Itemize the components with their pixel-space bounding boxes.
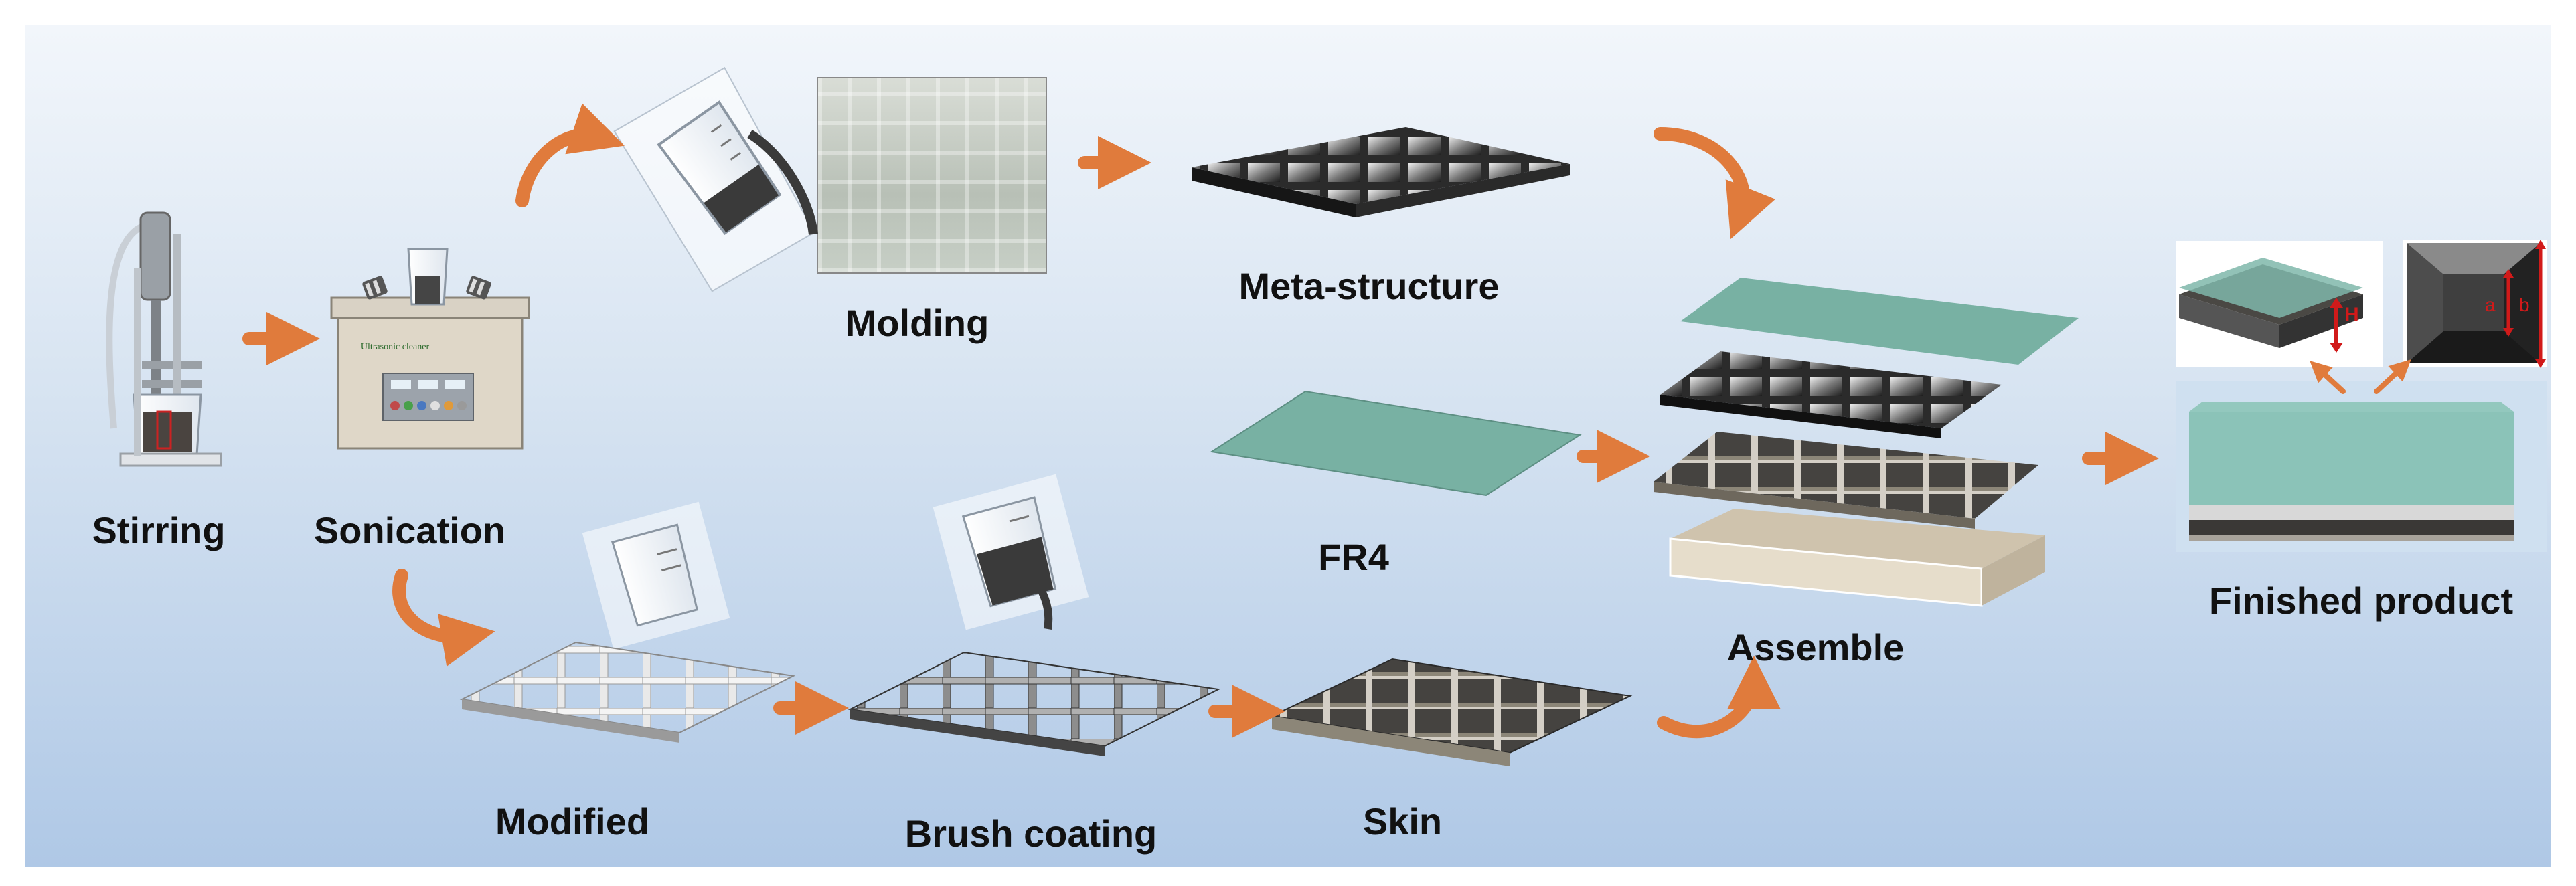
beaker-pour-molding bbox=[613, 66, 818, 292]
stirrer-device bbox=[106, 211, 222, 467]
arrow-sonication-to-modified bbox=[392, 569, 495, 667]
label-stirring: Stirring bbox=[92, 509, 226, 551]
label-assemble: Assemble bbox=[1726, 626, 1905, 669]
arrow-finished-to-inset1 bbox=[2310, 361, 2346, 394]
flow-arrows bbox=[242, 103, 2411, 738]
modified-lattice bbox=[459, 641, 796, 743]
finished-product-panel bbox=[2176, 381, 2547, 552]
label-sonication: Sonication bbox=[313, 509, 506, 551]
label-molding: Molding bbox=[845, 302, 989, 344]
arrow-sonication-to-molding bbox=[515, 103, 625, 207]
label-fr4: FR4 bbox=[1318, 536, 1389, 578]
brush-coated-lattice bbox=[848, 651, 1221, 756]
label-brush-coating: Brush coating bbox=[904, 812, 1157, 855]
inset-a-label: a bbox=[2485, 294, 2496, 315]
label-skin: Skin bbox=[1362, 800, 1443, 843]
arrow-finished-to-inset2 bbox=[2374, 359, 2411, 394]
beaker-modified bbox=[582, 501, 730, 650]
fr4-sheet bbox=[1210, 390, 1582, 497]
inset-h-label: H bbox=[2344, 304, 2359, 326]
assemble-skin-layer bbox=[1654, 432, 2038, 519]
label-finished-product: Finished product bbox=[2208, 580, 2514, 622]
assemble-base-layer bbox=[1670, 509, 2045, 569]
arrow-meta-to-assemble bbox=[1654, 127, 1775, 240]
meta-structure-slab bbox=[1192, 127, 1570, 217]
ultrasonic-cleaner: Ultrasonic cleaner bbox=[330, 248, 530, 450]
skin-tiles bbox=[1269, 658, 1633, 766]
finished-inset-frustum: a b bbox=[2403, 240, 2547, 368]
label-modified: Modified bbox=[495, 800, 650, 843]
molding-photo bbox=[817, 77, 1047, 274]
ultrasonic-label: Ultrasonic cleaner bbox=[361, 342, 430, 352]
finished-inset-layers: H bbox=[2176, 241, 2383, 367]
assemble-fr4-top bbox=[1680, 278, 2079, 365]
inset-b-label: b bbox=[2519, 294, 2530, 315]
arrow-skin-to-assemble bbox=[1657, 656, 1781, 738]
assemble-meta-layer bbox=[1660, 351, 2002, 428]
label-meta-structure: Meta-structure bbox=[1238, 265, 1500, 307]
beaker-brush-coating bbox=[933, 474, 1089, 630]
assemble-stack bbox=[1654, 278, 2079, 607]
